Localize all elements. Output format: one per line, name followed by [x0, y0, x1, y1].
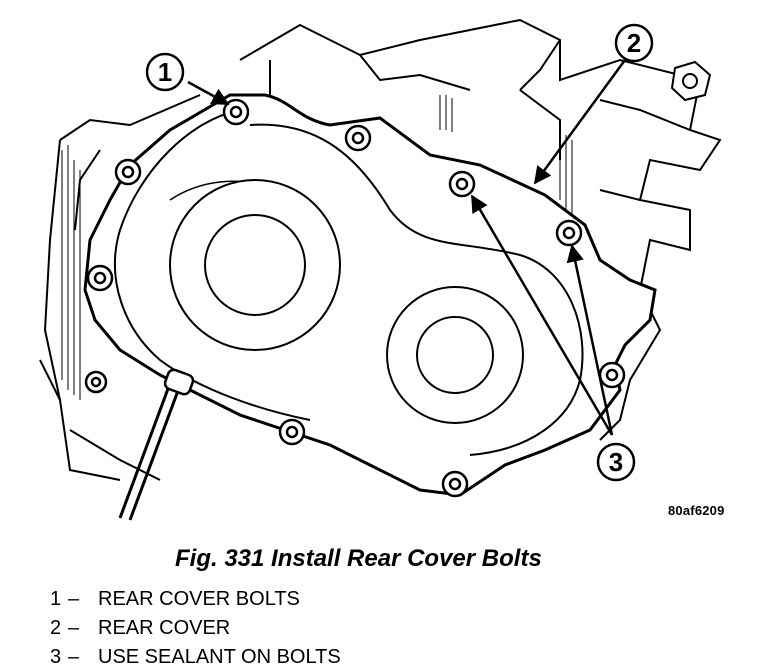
leader-arrows — [187, 59, 627, 436]
rear-cover-illustration: 1 2 3 — [39, 18, 722, 521]
legend-number: 3 — [50, 646, 62, 668]
case-shading — [61, 95, 573, 400]
callout-2-number: 2 — [627, 28, 641, 58]
legend-item: 3–USE SEALANT ON BOLTS — [50, 643, 341, 672]
legend-dash: – — [68, 588, 80, 610]
plug-nut — [670, 60, 712, 102]
callout-1-number: 1 — [158, 57, 172, 87]
legend-dash: – — [68, 646, 80, 668]
legend-item: 1–REAR COVER BOLTS — [50, 585, 341, 614]
callout-3: 3 — [596, 442, 636, 482]
legend-dash: – — [68, 617, 80, 639]
callout-3-number: 3 — [609, 447, 623, 477]
legend-text: REAR COVER — [98, 617, 231, 639]
rear-cover-plate — [83, 93, 657, 497]
cover-bosses — [169, 179, 524, 424]
legend-number: 2 — [50, 617, 62, 639]
legend-number: 1 — [50, 588, 62, 610]
legend-item: 2–REAR COVER — [50, 614, 341, 643]
cover-bolts — [84, 98, 626, 498]
callout-2: 2 — [614, 23, 654, 63]
figure-reference-code: 80af6209 — [668, 503, 725, 518]
legend-list: 1–REAR COVER BOLTS 2–REAR COVER 3–USE SE… — [50, 585, 341, 672]
figure-caption: Fig. 331 Install Rear Cover Bolts — [175, 545, 542, 572]
legend-text: USE SEALANT ON BOLTS — [98, 646, 341, 668]
callout-1: 1 — [145, 52, 185, 92]
legend-text: REAR COVER BOLTS — [98, 588, 300, 610]
shift-cable — [118, 368, 195, 521]
